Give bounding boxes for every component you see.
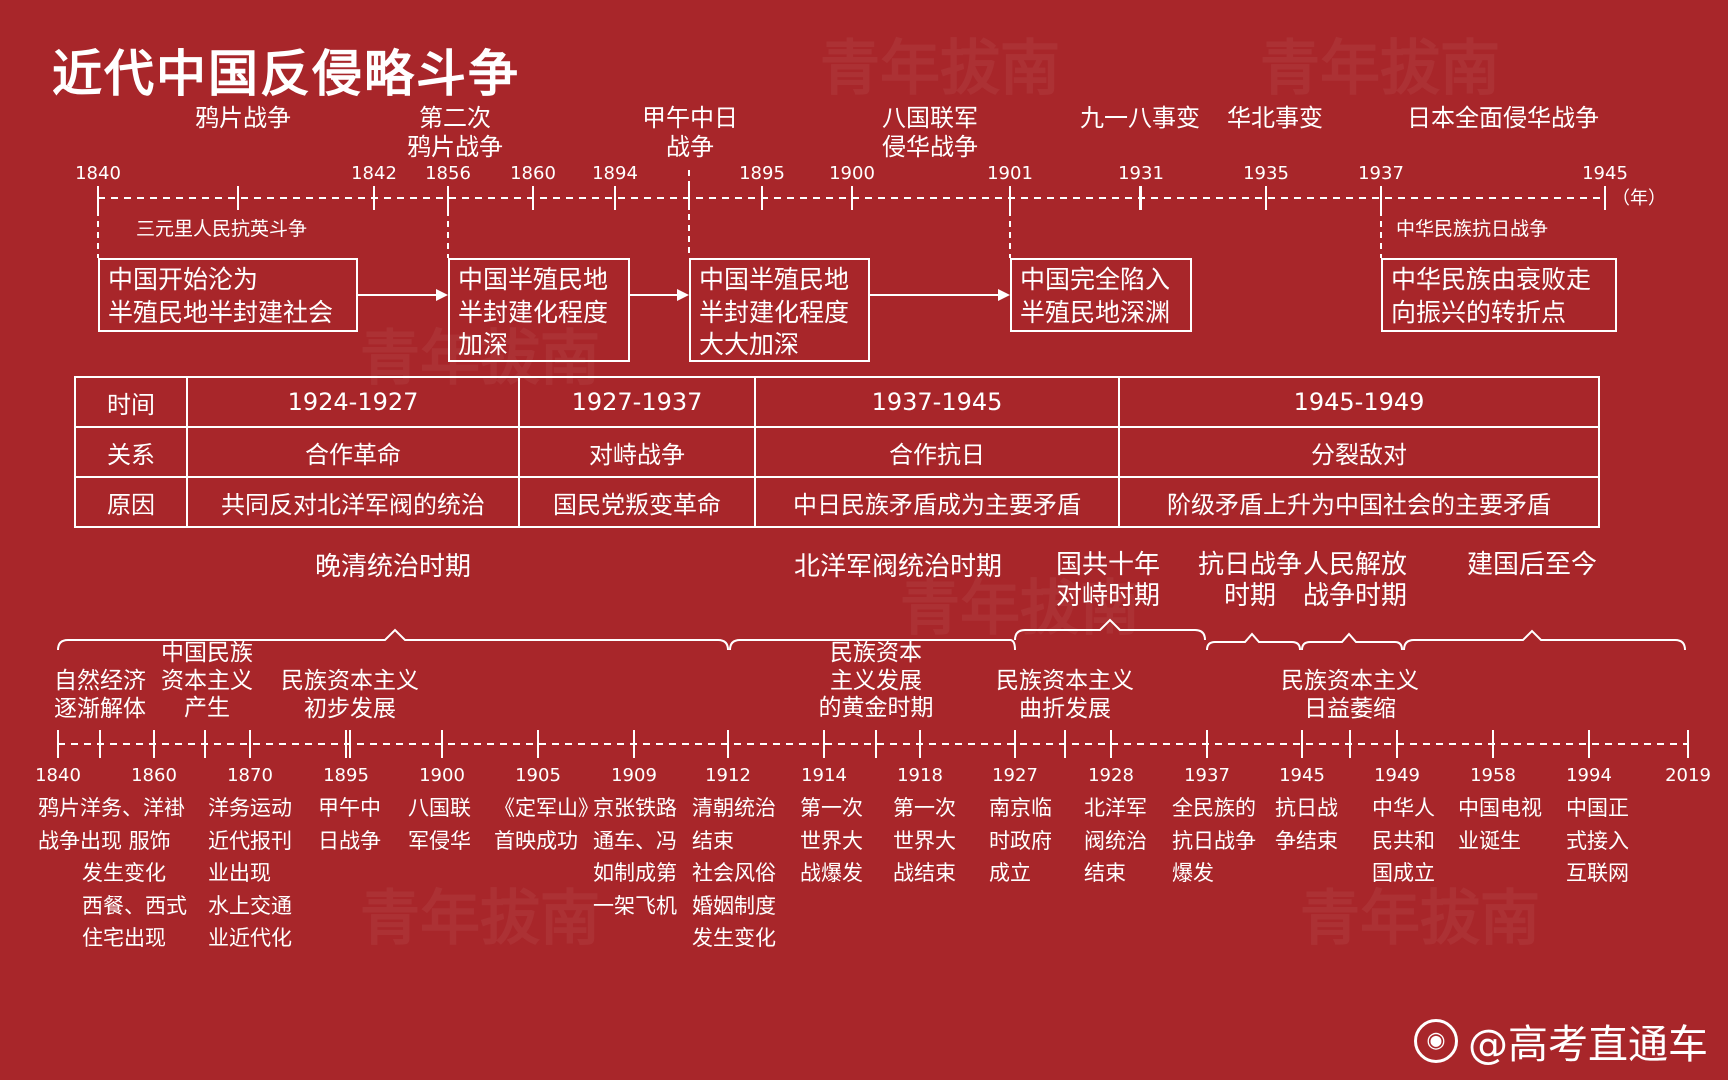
stage-box: 中国完全陷入半殖民地深渊 (1010, 258, 1192, 332)
event-label: 八国联军侵华 (408, 796, 471, 853)
event-label: 京张铁路通车、冯如制成第一架飞机 (593, 796, 677, 918)
table-cell: 合作抗日 (754, 426, 1120, 478)
table-cell: 国民党叛变革命 (518, 476, 756, 528)
table-cell: 1927-1937 (518, 376, 756, 428)
kmt-cpc-relations-table: 时间 1924-1927 1927-1937 1937-1945 1945-19… (74, 376, 1600, 528)
war-label: 日本全面侵华战争 (1407, 104, 1599, 132)
economy-label: 民族资本主义日益萎缩 (1281, 668, 1419, 722)
bottom-year-label: 1937 (1184, 765, 1230, 786)
row-header: 原因 (74, 476, 188, 528)
weibo-icon: ◉ (1414, 1019, 1458, 1063)
table-row: 关系 合作革命 对峙战争 合作抗日 分裂敌对 (74, 426, 1600, 478)
top-year-label: 1900 (829, 163, 875, 184)
bottom-year-label: 1918 (897, 765, 943, 786)
economy-label: 民族资本主义发展的黄金时期 (818, 640, 934, 722)
bottom-year-label: 1914 (801, 765, 847, 786)
table-cell: 共同反对北洋军阀的统治 (186, 476, 520, 528)
event-label: 中国正式接入互联网 (1566, 796, 1629, 886)
event-label: 洋务运动近代报刊业出现水上交通业近代化 (208, 796, 292, 951)
stage-box: 中国半殖民地半封建化程度加深 (448, 258, 630, 362)
table-cell: 阶级矛盾上升为中国社会的主要矛盾 (1118, 476, 1600, 528)
stage-box: 中国半殖民地半封建化程度大大加深 (689, 258, 870, 362)
event-label: 中国电视业诞生 (1458, 796, 1542, 853)
row-header: 关系 (74, 426, 188, 478)
period-label: 国共十年对峙时期 (1055, 550, 1161, 612)
period-label: 建国后至今 (1466, 550, 1598, 580)
top-year-label: 1935 (1243, 163, 1289, 184)
bottom-year-label: 1895 (323, 765, 369, 786)
stage-box: 中国开始沦为半殖民地半封建社会 (98, 258, 358, 332)
table-cell: 合作革命 (186, 426, 520, 478)
event-label: 中华人民共和国成立 (1372, 796, 1435, 886)
event-label: 北洋军阀统治结束 (1084, 796, 1147, 886)
table-cell: 分裂敌对 (1118, 426, 1600, 478)
period-label: 抗日战争时期 (1197, 550, 1303, 612)
table-cell: 1924-1927 (186, 376, 520, 428)
table-row: 原因 共同反对北洋军阀的统治 国民党叛变革命 中日民族矛盾成为主要矛盾 阶级矛盾… (74, 476, 1600, 528)
war-label: 八国联军侵华战争 (882, 104, 978, 161)
top-year-label: 1842 (351, 163, 397, 184)
event-note: 三元里人民抗英斗争 (136, 218, 308, 240)
bottom-year-label: 1909 (611, 765, 657, 786)
bottom-year-label: 1840 (35, 765, 81, 786)
top-year-label: 1856 (425, 163, 471, 184)
bottom-year-label: 1900 (419, 765, 465, 786)
top-year-label: 1840 (75, 163, 121, 184)
weibo-brand: ◉ @高考直通车 (1414, 1012, 1708, 1070)
event-label: 第一次世界大战结束 (893, 796, 956, 886)
event-label: 南京临时政府成立 (989, 796, 1052, 886)
bottom-year-label: 1905 (515, 765, 561, 786)
top-year-label: 1937 (1358, 163, 1404, 184)
event-label: 甲午中日战争 (318, 796, 381, 853)
bottom-year-label: 1945 (1279, 765, 1325, 786)
stage-box: 中华民族由衰败走向振兴的转折点 (1381, 258, 1617, 332)
war-label: 华北事变 (1227, 104, 1323, 132)
row-header: 时间 (74, 376, 188, 428)
top-year-label: 1945 (1582, 163, 1628, 184)
war-label: 鸦片战争 (195, 104, 291, 132)
bottom-year-label: 1949 (1374, 765, 1420, 786)
brand-handle: @高考直通车 (1468, 1022, 1708, 1068)
bottom-year-label: 1927 (992, 765, 1038, 786)
bottom-year-label: 1870 (227, 765, 273, 786)
top-year-label: 1931 (1118, 163, 1164, 184)
page-title: 近代中国反侵略斗争 (52, 45, 520, 103)
top-year-label: 1894 (592, 163, 638, 184)
event-label: 清朝统治结束社会风俗婚姻制度发生变化 (692, 796, 776, 951)
economy-label: 中国民族资本主义产生 (161, 640, 253, 722)
event-label: 第一次世界大战爆发 (800, 796, 863, 886)
top-year-label: 1895 (739, 163, 785, 184)
bottom-year-label: 1860 (131, 765, 177, 786)
year-unit-label: （年） (1612, 188, 1666, 209)
economy-label: 民族资本主义初步发展 (281, 668, 419, 722)
event-label: 全民族的抗日战争爆发 (1172, 796, 1256, 886)
top-year-label: 1901 (987, 163, 1033, 184)
economy-label: 民族资本主义曲折发展 (996, 668, 1134, 722)
period-label: 人民解放战争时期 (1302, 550, 1408, 612)
war-label: 第二次鸦片战争 (407, 104, 503, 161)
bottom-year-label: 1958 (1470, 765, 1516, 786)
table-cell: 对峙战争 (518, 426, 756, 478)
table-cell: 中日民族矛盾成为主要矛盾 (754, 476, 1120, 528)
event-label: 《定军山》首映成功 (494, 796, 599, 853)
period-label: 晚清统治时期 (314, 552, 472, 582)
period-label: 北洋军阀统治时期 (793, 552, 1003, 582)
event-note: 中华民族抗日战争 (1396, 218, 1549, 240)
table-cell: 1945-1949 (1118, 376, 1600, 428)
event-label: 鸦片洋务、洋褂 战争出现 服饰 发生变化 西餐、西式 住宅出现 (38, 796, 187, 951)
war-label: 九一八事变 (1080, 104, 1200, 132)
economy-label: 自然经济逐渐解体 (54, 668, 146, 722)
bottom-year-label: 1994 (1566, 765, 1612, 786)
bottom-year-label: 1912 (705, 765, 751, 786)
war-label: 甲午中日战争 (642, 104, 738, 161)
table-row: 时间 1924-1927 1927-1937 1937-1945 1945-19… (74, 376, 1600, 428)
top-year-label: 1860 (510, 163, 556, 184)
bottom-year-label: 1928 (1088, 765, 1134, 786)
event-label: 抗日战争结束 (1275, 796, 1338, 853)
table-cell: 1937-1945 (754, 376, 1120, 428)
bottom-year-label: 2019 (1665, 765, 1711, 786)
